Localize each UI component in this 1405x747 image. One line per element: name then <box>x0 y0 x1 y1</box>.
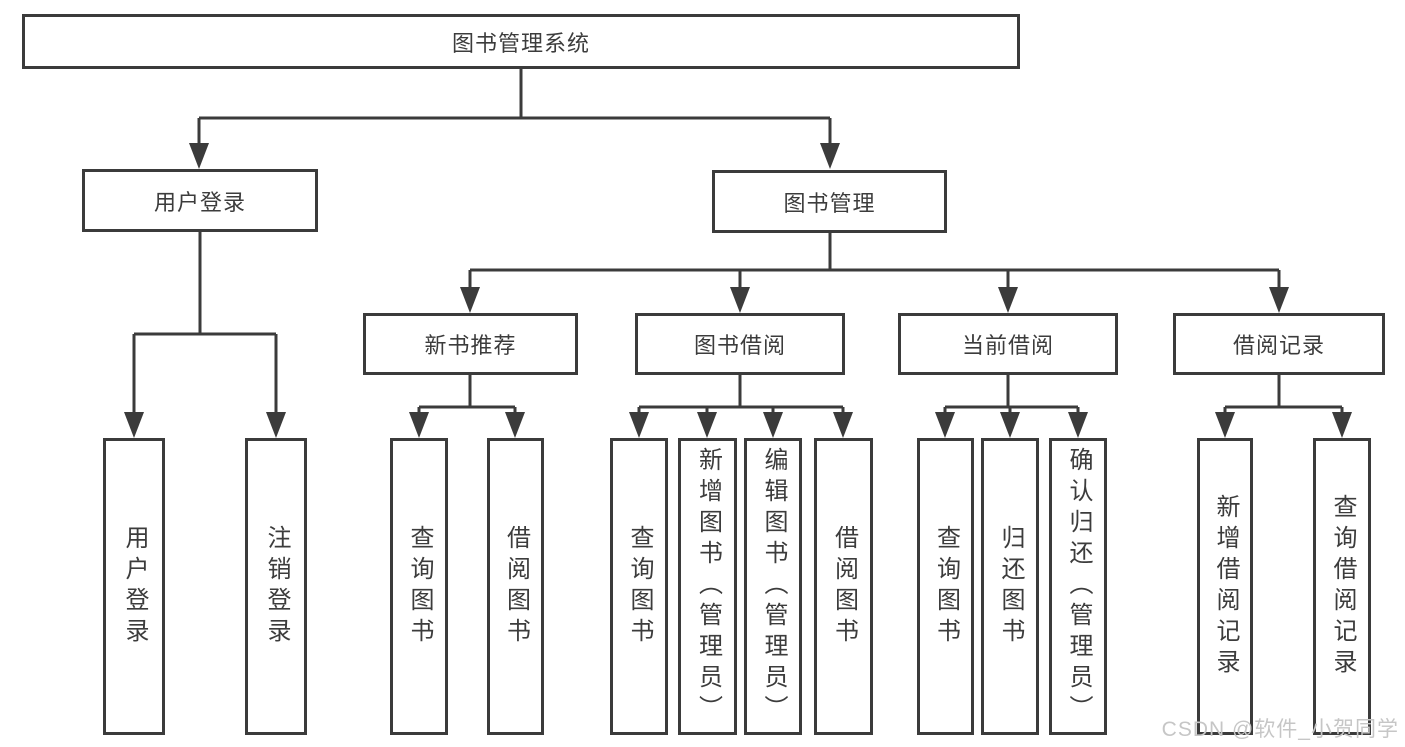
node-library-management-system: 图书管理系统 <box>22 14 1020 69</box>
node-label: 查询图书 <box>932 524 960 649</box>
node-book-borrow: 图书借阅 <box>635 313 845 375</box>
arrow-down-icon <box>460 287 480 313</box>
node-current-borrow: 当前借阅 <box>898 313 1118 375</box>
arrow-down-icon <box>833 412 853 438</box>
arrow-down-icon <box>730 287 750 313</box>
node-label: 新增图书（管理员） <box>694 447 722 726</box>
arrow-down-icon <box>1269 287 1289 313</box>
node-add-book-admin: 新增图书（管理员） <box>678 438 737 735</box>
node-label: 新增借阅记录 <box>1212 493 1239 680</box>
node-user-login-leaf: 用户登录 <box>103 438 165 735</box>
node-label: 借阅记录 <box>1232 333 1325 358</box>
node-book-management: 图书管理 <box>712 170 947 233</box>
node-label: 归还图书 <box>997 524 1024 649</box>
arrow-down-icon <box>1332 412 1352 438</box>
node-query-books-borrow: 查询图书 <box>610 438 668 735</box>
arrow-down-icon <box>935 412 955 438</box>
arrow-down-icon <box>189 143 209 169</box>
node-label: 图书管理系统 <box>451 30 590 56</box>
node-label: 编辑图书（管理员） <box>760 447 787 726</box>
node-label: 图书管理 <box>783 190 876 216</box>
node-confirm-return-admin: 确认归还（管理员） <box>1049 438 1107 735</box>
arrow-down-icon <box>1000 412 1020 438</box>
arrow-down-icon <box>629 412 649 438</box>
node-new-book-recommend: 新书推荐 <box>363 313 578 375</box>
node-label: 借阅图书 <box>502 524 530 649</box>
node-label: 注销登录 <box>263 524 290 649</box>
arrow-down-icon <box>409 412 429 438</box>
node-label: 查询图书 <box>406 524 433 649</box>
node-logout: 注销登录 <box>245 438 307 735</box>
arrow-down-icon <box>266 412 286 438</box>
arrow-down-icon <box>763 412 783 438</box>
node-borrow-records: 借阅记录 <box>1173 313 1385 375</box>
node-edit-book-admin: 编辑图书（管理员） <box>744 438 802 735</box>
node-label: 确认归还（管理员） <box>1065 447 1092 726</box>
node-query-books-recommend: 查询图书 <box>390 438 448 735</box>
watermark: CSDN @软件_小贺同学 <box>1161 718 1399 741</box>
arrow-down-icon <box>124 412 144 438</box>
node-query-borrow-record: 查询借阅记录 <box>1313 438 1371 735</box>
node-label: 借阅图书 <box>830 524 858 649</box>
node-label: 图书借阅 <box>693 333 786 358</box>
arrow-down-icon <box>820 143 840 169</box>
node-borrow-books-recommend: 借阅图书 <box>487 438 544 735</box>
node-return-books: 归还图书 <box>981 438 1039 735</box>
node-query-books-current: 查询图书 <box>917 438 974 735</box>
node-user-login: 用户登录 <box>82 169 318 232</box>
arrow-down-icon <box>697 412 717 438</box>
arrow-down-icon <box>1215 412 1235 438</box>
node-add-borrow-record: 新增借阅记录 <box>1197 438 1253 735</box>
node-label: 新书推荐 <box>424 333 517 358</box>
node-label: 用户登录 <box>121 524 148 649</box>
arrow-down-icon <box>1068 412 1088 438</box>
node-label: 查询借阅记录 <box>1329 493 1356 680</box>
node-borrow-books-leaf: 借阅图书 <box>814 438 873 735</box>
arrow-down-icon <box>998 287 1018 313</box>
node-label: 查询图书 <box>626 524 653 649</box>
node-label: 当前借阅 <box>961 333 1054 358</box>
node-label: 用户登录 <box>153 189 246 215</box>
arrow-down-icon <box>505 412 525 438</box>
